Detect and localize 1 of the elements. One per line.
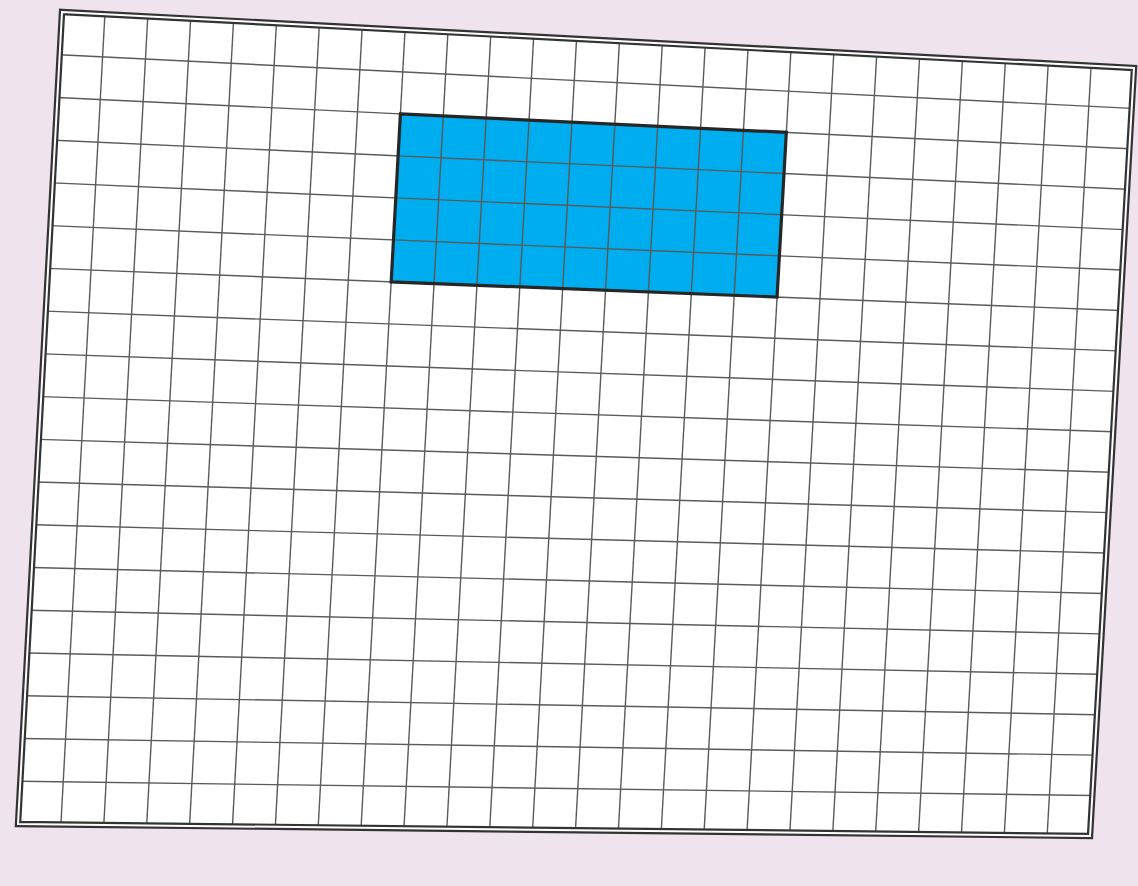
shaded-rectangle <box>389 112 788 299</box>
